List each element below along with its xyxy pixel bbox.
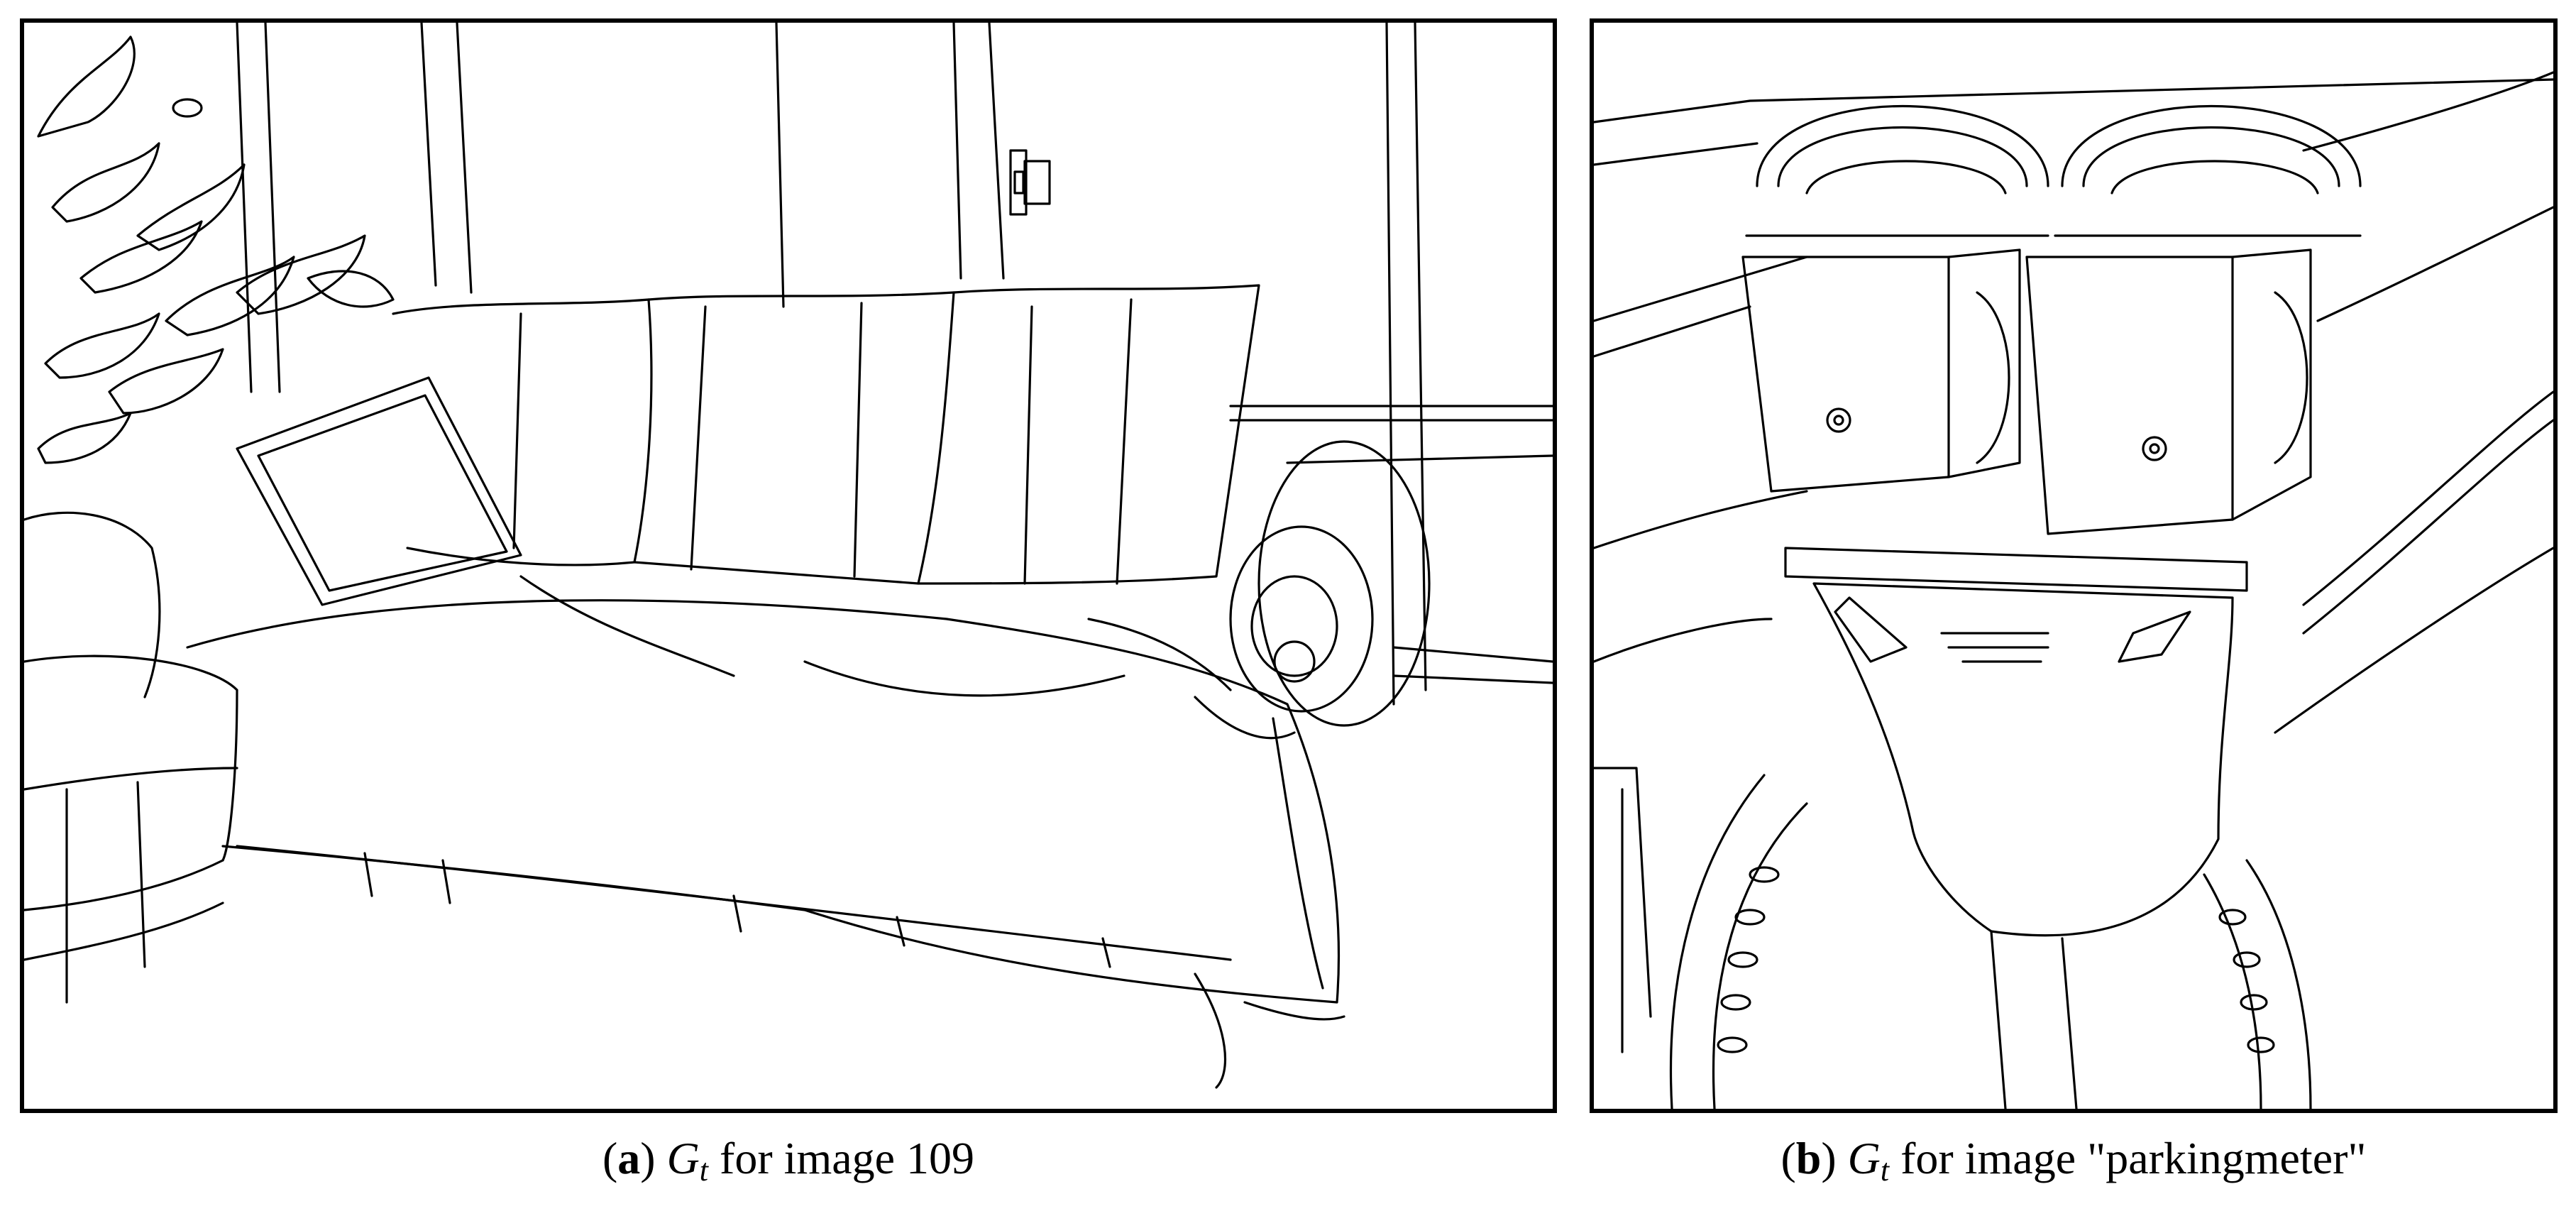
- edge-map-image-109: [20, 18, 1557, 1113]
- symbol-a: G: [666, 1133, 700, 1183]
- caption-panel-a: (a) Gt for image 109: [602, 1133, 975, 1188]
- edge-map-parkingmeter: [1590, 18, 2558, 1113]
- symbol-b: G: [1847, 1133, 1881, 1183]
- panel-label-b: b: [1795, 1133, 1822, 1183]
- caption-text-b: for image "parkingmeter": [1889, 1133, 2367, 1183]
- caption-text-a: for image 109: [708, 1133, 975, 1183]
- subscript-a: t: [699, 1153, 709, 1188]
- panel-label-a: a: [617, 1133, 641, 1183]
- subscript-b: t: [1880, 1153, 1890, 1188]
- parkingmeter-edge-drawing: [1594, 71, 2553, 1109]
- caption-panel-b: (b) Gt for image "parkingmeter": [1780, 1133, 2367, 1188]
- couch-edge-drawing: [24, 23, 1553, 1089]
